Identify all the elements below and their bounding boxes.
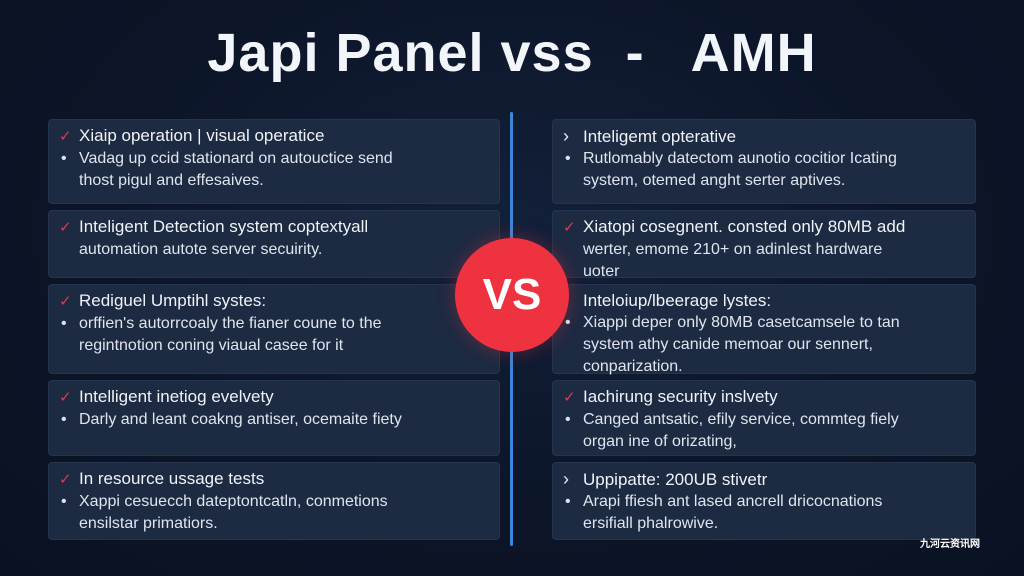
- card-text: system athy canide memoar our sennert,: [583, 336, 873, 353]
- card-text: organ ine of orizating,: [583, 433, 737, 450]
- watermark: 九河云资讯网: [920, 539, 980, 550]
- check-icon: ✓: [563, 389, 576, 406]
- card-text: orffien's autorrcoaly the fianer coune t…: [79, 315, 382, 332]
- left-card-2: ✓ Inteligent Detection system coptextyall…: [48, 210, 500, 278]
- card-text: Arapi ffiesh ant lased ancrell dricocnat…: [583, 493, 883, 510]
- page-title: Japi Panel vss - AMH: [207, 23, 817, 83]
- chevron-right-icon: ›: [563, 469, 569, 489]
- card-text: Vadag up ccid stationard on autouctice s…: [79, 150, 393, 167]
- right-card-5: › Uppipatte: 200UB stivetr • Arapi ffiesh …: [552, 462, 976, 540]
- bullet-icon: •: [565, 314, 571, 331]
- card-text: werter, emome 210+ on adinlest hardware: [583, 241, 883, 258]
- card-heading: Rediguel Umptihl systes:: [79, 291, 267, 310]
- bullet-icon: •: [61, 150, 67, 167]
- right-card-1: › Inteligemt opterative • Rutlomably datec…: [552, 119, 976, 204]
- card-text: Xappi cesuecch dateptontcatln, conmetion…: [79, 493, 388, 510]
- card-text: ersifiall phalrowive.: [583, 515, 719, 532]
- right-card-3: Inteloiup/lbeerage lystes: • Xiappi deper…: [552, 284, 976, 375]
- card-heading: Uppipatte: 200UB stivetr: [583, 470, 768, 489]
- card-heading: Xiatopi cosegnent. consted only 80MB add: [583, 217, 906, 236]
- card-text: regintnotion coning viaual casee for it: [79, 337, 344, 354]
- chevron-right-icon: ›: [563, 126, 569, 146]
- card-text: Rutlomably datectom aunotio cocitior Ica…: [583, 150, 897, 167]
- card-heading: Inteligemt opterative: [583, 127, 737, 146]
- card-heading: In resource ussage tests: [79, 469, 265, 488]
- card-text: conparization.: [583, 358, 683, 375]
- bullet-icon: •: [61, 411, 67, 428]
- bullet-icon: •: [61, 315, 67, 332]
- check-icon: ✓: [59, 389, 72, 406]
- vs-badge: VS: [455, 238, 569, 352]
- card-heading: Intelligent inetiog evelvety: [79, 387, 274, 406]
- check-icon: ✓: [59, 128, 72, 145]
- bullet-icon: •: [565, 150, 571, 167]
- check-icon: ✓: [59, 293, 72, 310]
- card-text: ensilstar primatiors.: [79, 515, 218, 532]
- right-card-2: ✓ Xiatopi cosegnent. consted only 80MB ad…: [552, 210, 976, 280]
- bullet-icon: •: [565, 411, 571, 428]
- check-icon: ✓: [563, 219, 576, 236]
- card-text: automation autote server secuirity.: [79, 241, 323, 258]
- bullet-icon: •: [565, 493, 571, 510]
- check-icon: ✓: [59, 219, 72, 236]
- left-card-1: ✓ Xiaip operation | visual operatice • Vad…: [48, 119, 500, 204]
- left-card-4: ✓ Intelligent inetiog evelvety • Darly and…: [48, 380, 500, 456]
- card-text: Darly and leant coakng antiser, ocemaite…: [79, 411, 402, 428]
- card-heading: Inteligent Detection system coptextyall: [79, 217, 369, 236]
- card-text: system, otemed anght serter aptives.: [583, 172, 846, 189]
- left-card-3: ✓ Rediguel Umptihl systes: • orffien's aut…: [48, 284, 500, 374]
- card-text: uoter: [583, 263, 620, 280]
- check-icon: ✓: [59, 471, 72, 488]
- card-text: thost pigul and effesaives.: [79, 172, 264, 189]
- left-card-5: ✓ In resource ussage tests • Xappi cesuecc…: [48, 462, 500, 540]
- card-text: Canged antsatic, efily service, commteg …: [583, 411, 899, 428]
- bullet-icon: •: [61, 493, 67, 510]
- card-text: Xiappi deper only 80MB casetcamsele to t…: [583, 314, 900, 331]
- card-heading: Inteloiup/lbeerage lystes:: [583, 291, 772, 310]
- card-heading: Iachirung security inslvety: [583, 387, 778, 406]
- right-card-4: ✓ Iachirung security inslvety • Canged ant…: [552, 380, 976, 456]
- card-heading: Xiaip operation | visual operatice: [79, 126, 325, 145]
